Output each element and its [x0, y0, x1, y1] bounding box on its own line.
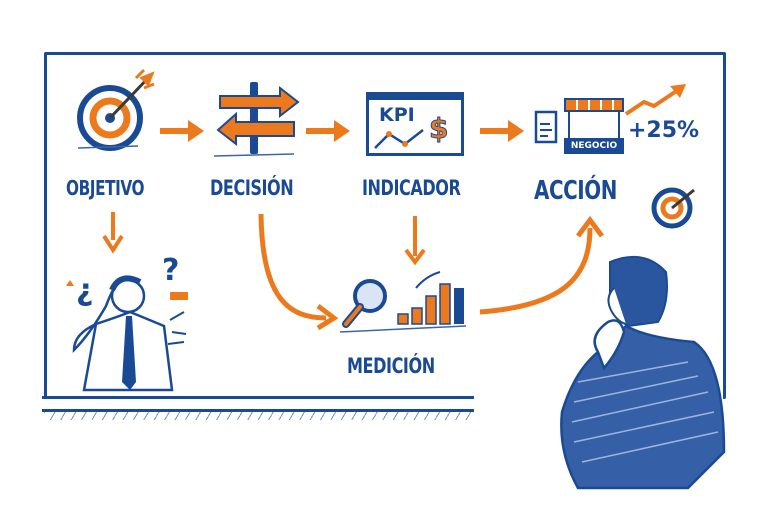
small-target-icon	[651, 187, 695, 229]
target-with-arrow-icon	[77, 68, 155, 151]
dollar-icon: $	[428, 112, 449, 146]
thinking-businessman-illustration	[560, 255, 726, 490]
kpi-text: KPI	[379, 104, 415, 126]
svg-text:¿: ¿	[76, 273, 93, 308]
label-indicador: INDICADOR	[362, 176, 461, 200]
store-icon: NEGOCIO	[564, 98, 624, 154]
line-chart-icon	[374, 129, 424, 149]
label-objetivo: OBJETIVO	[66, 176, 145, 200]
store-sign: NEGOCIO	[564, 138, 624, 154]
store-awning	[564, 98, 624, 112]
clipboard-icon	[534, 110, 558, 144]
arrow-right-icon	[160, 120, 204, 142]
svg-text:?: ?	[162, 253, 179, 288]
signpost-icon	[213, 82, 300, 157]
kpi-dashboard-icon: KPI $	[366, 92, 464, 156]
arrow-right-icon	[306, 120, 350, 142]
label-accion: ACCIÓN	[534, 176, 617, 206]
label-medicion: MEDICIÓN	[347, 354, 435, 378]
whiteboard-frame	[44, 52, 726, 399]
growth-percentage: +25%	[628, 118, 700, 143]
growth-arrow-icon	[624, 84, 686, 116]
ledge-shading	[44, 412, 474, 420]
confused-person-illustration: ¿ ?	[66, 253, 188, 392]
magnifier-bar-chart-icon	[339, 271, 467, 333]
whiteboard-ledge	[42, 396, 474, 412]
arrow-right-icon	[480, 120, 524, 142]
label-decision: DECISIÓN	[210, 176, 294, 200]
